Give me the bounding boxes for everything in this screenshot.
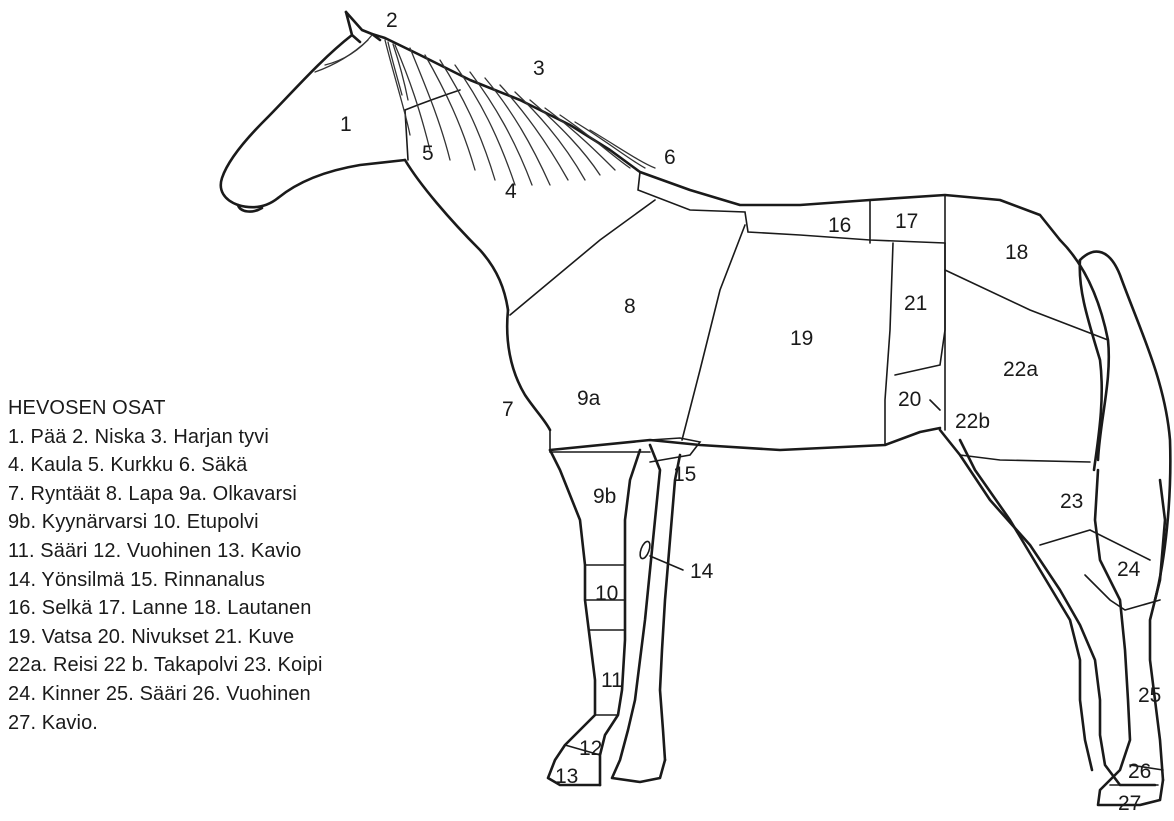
legend-line: 9b. Kyynärvarsi 10. Etupolvi: [8, 508, 323, 537]
parts-legend: HEVOSEN OSAT 1. Pää 2. Niska 3. Harjan t…: [8, 394, 323, 737]
label-19: 19: [790, 327, 813, 350]
label-15: 15: [673, 463, 696, 486]
legend-line: 4. Kaula 5. Kurkku 6. Säkä: [8, 451, 323, 480]
label-8: 8: [624, 295, 636, 318]
legend-line: 22a. Reisi 22 b. Takapolvi 23. Koipi: [8, 651, 323, 680]
legend-line: 7. Ryntäät 8. Lapa 9a. Olkavarsi: [8, 480, 323, 509]
legend-line: 19. Vatsa 20. Nivukset 21. Kuve: [8, 623, 323, 652]
label-16: 16: [828, 214, 851, 237]
label-21: 21: [904, 292, 927, 315]
label-1: 1: [340, 113, 352, 136]
legend-title: HEVOSEN OSAT: [8, 394, 323, 423]
label-26: 26: [1128, 760, 1151, 783]
label-4: 4: [505, 180, 517, 203]
mane: [315, 35, 655, 185]
horse-outline: [221, 12, 1171, 805]
label-11: 11: [601, 669, 623, 692]
label-17: 17: [895, 210, 918, 233]
label-3: 3: [533, 57, 545, 80]
label-25: 25: [1138, 684, 1161, 707]
label-12: 12: [579, 737, 602, 760]
label-18: 18: [1005, 241, 1028, 264]
label-10: 10: [595, 582, 618, 605]
label-23: 23: [1060, 490, 1083, 513]
label-7: 7: [502, 398, 514, 421]
legend-line: 27. Kavio.: [8, 709, 323, 738]
label-14: 14: [690, 560, 714, 583]
label-27: 27: [1118, 792, 1141, 815]
label-13: 13: [555, 765, 578, 788]
label-24: 24: [1117, 558, 1141, 581]
label-5: 5: [422, 142, 434, 165]
region-labels: 1 2 3 4 5 6 7 8 9a 9b 10 11 12 13 14 15 …: [340, 9, 1161, 815]
legend-line: 14. Yönsilmä 15. Rinnanalus: [8, 566, 323, 595]
legend-line: 1. Pää 2. Niska 3. Harjan tyvi: [8, 423, 323, 452]
label-9b: 9b: [593, 485, 616, 508]
region-dividers: [405, 90, 1163, 785]
label-20: 20: [898, 388, 921, 411]
label-22a: 22a: [1003, 358, 1038, 381]
legend-line: 16. Selkä 17. Lanne 18. Lautanen: [8, 594, 323, 623]
label-2: 2: [386, 9, 398, 32]
label-9a: 9a: [577, 387, 601, 410]
legend-line: 11. Sääri 12. Vuohinen 13. Kavio: [8, 537, 323, 566]
label-6: 6: [664, 146, 676, 169]
legend-line: 24. Kinner 25. Sääri 26. Vuohinen: [8, 680, 323, 709]
label-22b: 22b: [955, 410, 990, 433]
